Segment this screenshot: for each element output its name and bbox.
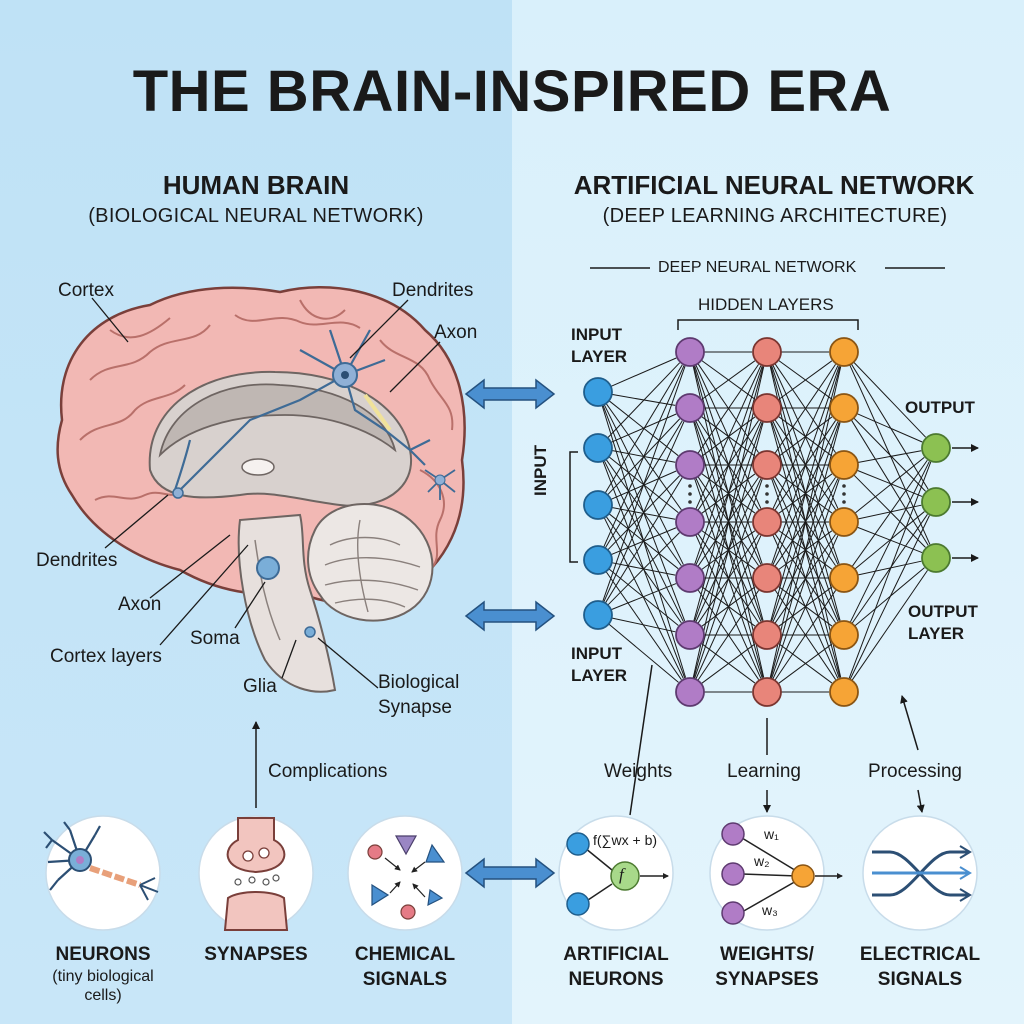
label-weights: Weights — [604, 761, 672, 783]
label-dendrites-left: Dendrites — [36, 550, 117, 572]
caption-neurons-note2: cells) — [33, 986, 173, 1005]
network-edge — [858, 561, 922, 575]
label-input-layer-top-2: LAYER — [571, 346, 627, 368]
label-deep-neural-network: DEEP NEURAL NETWORK — [658, 259, 856, 277]
label-glia: Glia — [243, 676, 277, 698]
input-node — [584, 434, 612, 462]
input-node — [584, 546, 612, 574]
caption-synapses: SYNAPSES — [186, 942, 326, 967]
formula-text: f(∑wx + b) — [593, 832, 657, 848]
network-edge — [603, 366, 685, 602]
weight-w2: w₂ — [754, 853, 770, 869]
soma-marker — [257, 557, 279, 579]
hidden3-node — [830, 451, 858, 479]
hidden3-node — [830, 678, 858, 706]
hidden1-node — [676, 451, 704, 479]
page-title: THE BRAIN-INSPIRED ERA — [0, 58, 1024, 125]
network-edge — [855, 512, 925, 570]
caption-weights-1: WEIGHTS/ — [697, 942, 837, 967]
label-output-layer-2: LAYER — [908, 623, 964, 645]
hidden2-node — [753, 508, 781, 536]
caption-neurons-note1: (tiny biological — [33, 967, 173, 986]
label-input-side: INPUT — [530, 445, 552, 496]
hidden2-node — [753, 451, 781, 479]
hidden1-node — [676, 508, 704, 536]
network-edge — [857, 470, 922, 496]
label-input-layer-bottom-1: INPUT — [571, 643, 622, 665]
caption-artificial-1: ARTIFICIAL — [546, 942, 686, 967]
output-node — [922, 488, 950, 516]
input-node — [584, 601, 612, 629]
network-edge — [604, 366, 684, 547]
weight-w1: w₁ — [764, 826, 779, 842]
activation-f-symbol: f — [619, 865, 624, 885]
label-input-layer-top-1: INPUT — [571, 324, 622, 346]
label-hidden-layers: HIDDEN LAYERS — [698, 295, 834, 315]
caption-neurons: NEURONS — [33, 942, 173, 967]
hidden2-node — [753, 678, 781, 706]
network-edge — [855, 457, 924, 513]
label-input-layer-bottom-2: LAYER — [571, 665, 627, 687]
right-subheading: (DEEP LEARNING ARCHITECTURE) — [560, 205, 990, 228]
network-edge — [612, 618, 676, 632]
left-heading: HUMAN BRAIN — [96, 170, 416, 201]
hidden3-node — [830, 621, 858, 649]
right-heading: ARTIFICIAL NEURAL NETWORK — [540, 170, 1008, 201]
network-edge — [611, 584, 676, 610]
hidden2-node — [753, 621, 781, 649]
network-edge — [854, 418, 926, 491]
label-complications: Complications — [268, 761, 387, 783]
label-learning: Learning — [727, 761, 801, 783]
label-synapse-line1: Biological — [378, 672, 459, 694]
label-axon-left: Axon — [118, 594, 161, 616]
input-node — [584, 378, 612, 406]
left-subheading: (BIOLOGICAL NEURAL NETWORK) — [66, 205, 446, 228]
hidden1-node — [676, 678, 704, 706]
label-output: OUTPUT — [905, 397, 975, 419]
hidden2-node — [753, 394, 781, 422]
hidden3-node — [830, 338, 858, 366]
network-edge — [849, 462, 931, 679]
caption-electrical-1: ELECTRICAL — [850, 942, 990, 967]
caption-chemical-1: CHEMICAL — [335, 942, 475, 967]
caption-electrical-2: SIGNALS — [850, 967, 990, 992]
label-cortex: Cortex — [58, 280, 114, 302]
label-cortex-layers: Cortex layers — [50, 646, 162, 668]
label-dendrites-top: Dendrites — [392, 280, 473, 302]
label-axon-top: Axon — [434, 322, 477, 344]
hidden1-node — [676, 338, 704, 366]
caption-weights-2: SYNAPSES — [697, 967, 837, 992]
label-synapse-line2: Synapse — [378, 697, 452, 719]
weight-w3: w₃ — [762, 902, 778, 918]
hidden2-node — [753, 338, 781, 366]
hidden1-node — [676, 621, 704, 649]
output-node — [922, 544, 950, 572]
label-output-layer-1: OUTPUT — [908, 601, 978, 623]
hidden3-node — [830, 508, 858, 536]
hidden1-node — [676, 394, 704, 422]
hidden2-node — [753, 564, 781, 592]
label-processing: Processing — [868, 761, 962, 783]
hidden3-node — [830, 394, 858, 422]
brain-illustration — [58, 287, 465, 691]
caption-chemical-2: SIGNALS — [335, 967, 475, 992]
hidden1-node — [676, 564, 704, 592]
label-soma: Soma — [190, 628, 240, 650]
network-edge — [858, 451, 921, 463]
caption-artificial-2: NEURONS — [546, 967, 686, 992]
output-node — [922, 434, 950, 462]
hidden3-node — [830, 564, 858, 592]
input-node — [584, 491, 612, 519]
